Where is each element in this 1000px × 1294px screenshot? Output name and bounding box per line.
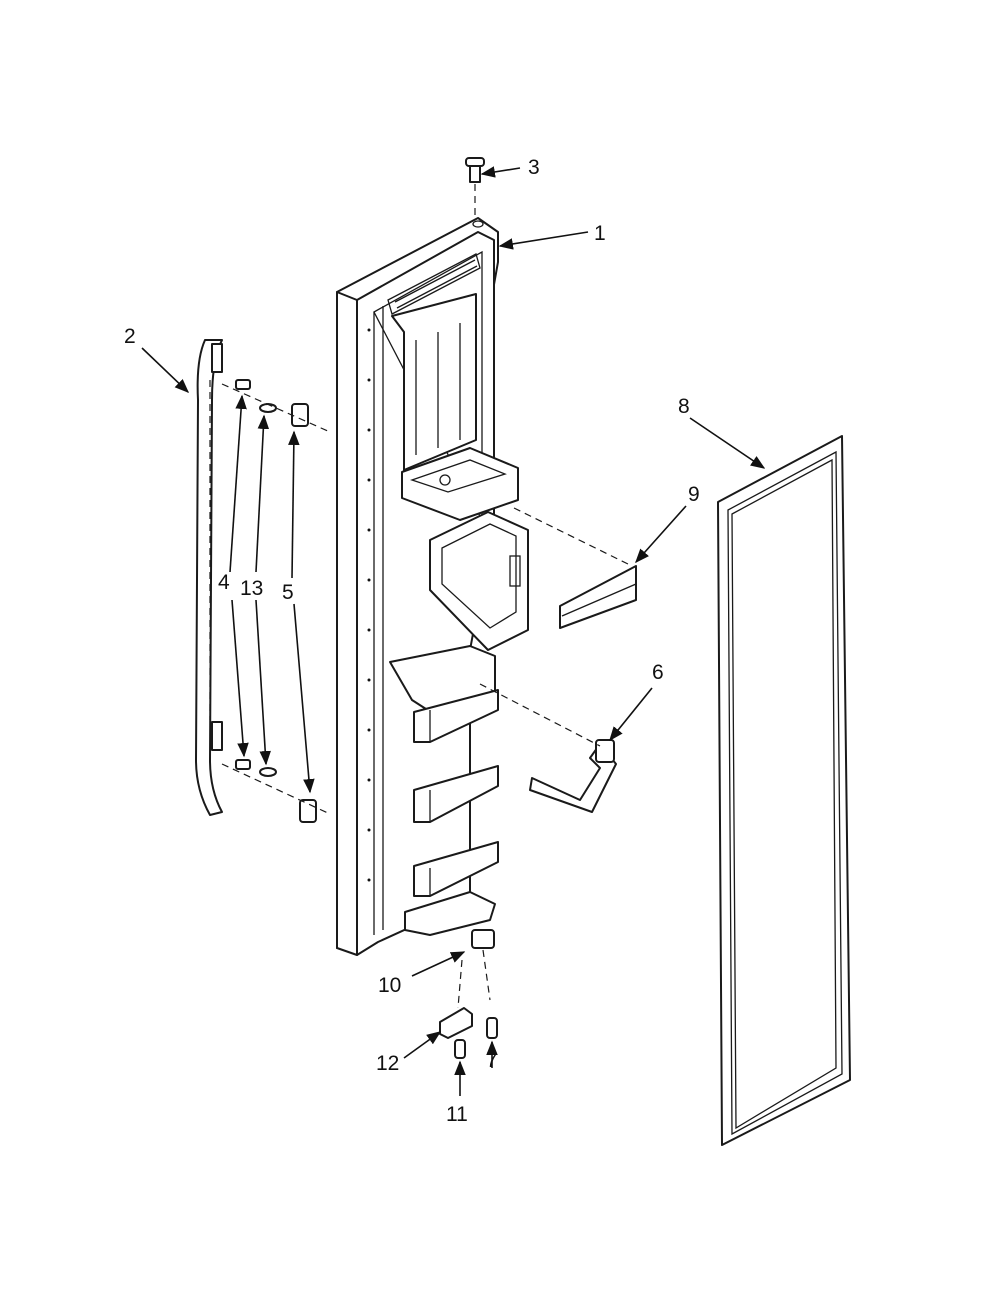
door-rack: [529, 739, 617, 813]
callout-12: 12: [376, 1052, 399, 1075]
handle-brackets: [291, 403, 317, 823]
callout-13: 13: [240, 577, 263, 600]
callout-4: 4: [218, 571, 230, 594]
trim-strip: [559, 565, 637, 629]
door-gasket: [717, 435, 851, 1146]
door-panel: [336, 217, 529, 956]
callout-1: 1: [594, 222, 606, 245]
callout-7: 7: [486, 1049, 498, 1072]
callout-9: 9: [688, 483, 700, 506]
handle-screws: [235, 379, 251, 770]
callout-10: 10: [378, 974, 401, 997]
door-edge-studs: [367, 328, 371, 882]
hinge-bracket: [439, 959, 473, 1039]
callout-11: 11: [446, 1103, 468, 1126]
callout-5: 5: [282, 581, 294, 604]
hinge-pin: [486, 1017, 498, 1039]
callout-labels: 3 1 2 4 13 5 8 9 6 10 7 12 11: [124, 156, 700, 1126]
callout-6: 6: [652, 661, 664, 684]
bottom-hinge: [471, 929, 495, 1001]
door-handle: [195, 339, 223, 816]
door-bins: [413, 689, 499, 897]
leader-lines: [141, 166, 766, 1096]
callout-3: 3: [528, 156, 540, 179]
top-screw: [465, 157, 485, 216]
callout-8: 8: [678, 395, 690, 418]
hinge-screw: [454, 1039, 466, 1059]
callout-2: 2: [124, 325, 136, 348]
